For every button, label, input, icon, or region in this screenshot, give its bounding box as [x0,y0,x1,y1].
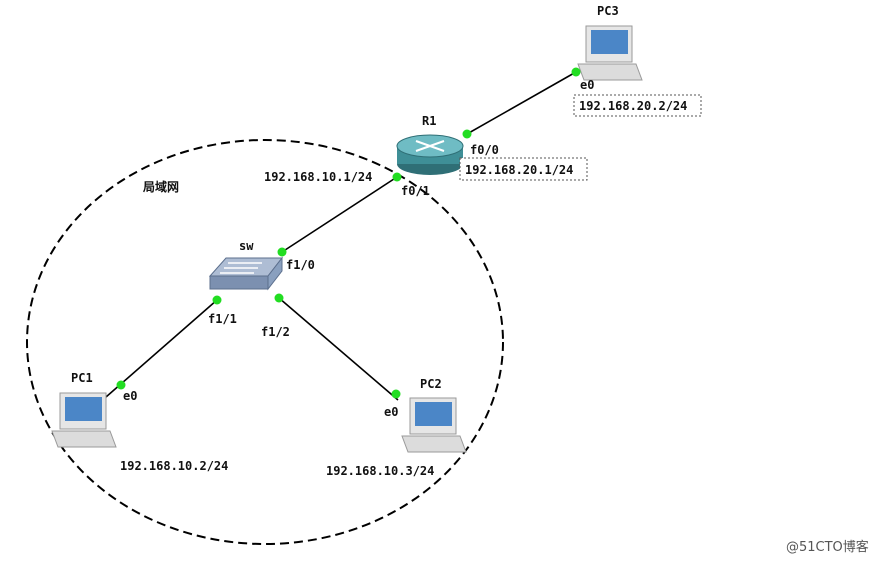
watermark-text: @51CTO博客 [786,539,869,555]
r1-f0-1-ip-label: 192.168.10.1/24 [264,170,372,184]
pc2-ip-label: 192.168.10.3/24 [326,464,434,478]
router-r1-name: R1 [422,114,436,128]
switch-sw-name: sw [239,239,254,253]
link-r1-pc3[interactable] [466,71,577,135]
pc1-port-label: e0 [123,389,137,403]
pc2-screen [415,402,452,426]
pc2-name: PC2 [420,377,442,391]
pc2[interactable] [401,397,467,453]
switch-arrows-icon [220,262,262,274]
pc3-port-label: e0 [580,78,594,92]
port-sw-f1-1-dot [212,295,222,305]
port-sw-f1-2-dot [274,293,284,303]
pc1-name: PC1 [71,371,93,385]
pc3[interactable] [577,25,643,81]
r1-f0-0-ip-label: 192.168.20.1/24 [465,163,573,177]
r1-f0-0-ip-box [459,157,588,181]
lan-boundary [26,139,504,545]
sw-port-f1-0-label: f1/0 [286,258,315,272]
pc3-ip-box [573,94,702,117]
router-r1[interactable] [396,134,464,175]
pc2-keyboard [401,435,467,453]
r1-port-f0-0-label: f0/0 [470,143,499,157]
pc3-screen [591,30,628,54]
switch-sw[interactable] [208,256,284,291]
pc3-name: PC3 [597,4,619,18]
pc1-ip-label: 192.168.10.2/24 [120,459,228,473]
router-arrows-icon [415,140,445,152]
lan-label: 局域网 [143,179,179,194]
link-sw-pc1[interactable] [105,299,218,398]
pc3-ip-label: 192.168.20.2/24 [579,99,687,113]
link-sw-pc2[interactable] [278,297,399,401]
r1-port-f0-1-label: f0/1 [401,184,430,198]
sw-port-f1-2-label: f1/2 [261,325,290,339]
port-pc2-e0-dot [391,389,401,399]
pc1-screen [65,397,102,421]
sw-port-f1-1-label: f1/1 [208,312,237,326]
port-sw-f1-0-dot [277,247,287,257]
port-r1-f0-0-dot [462,129,472,139]
port-pc3-e0-dot [571,67,581,77]
pc1[interactable] [51,392,117,448]
port-pc1-e0-dot [116,380,126,390]
link-r1-sw[interactable] [281,176,398,253]
pc3-keyboard [577,63,643,81]
port-r1-f0-1-dot [392,172,402,182]
pc2-port-label: e0 [384,405,398,419]
pc1-keyboard [51,430,117,448]
